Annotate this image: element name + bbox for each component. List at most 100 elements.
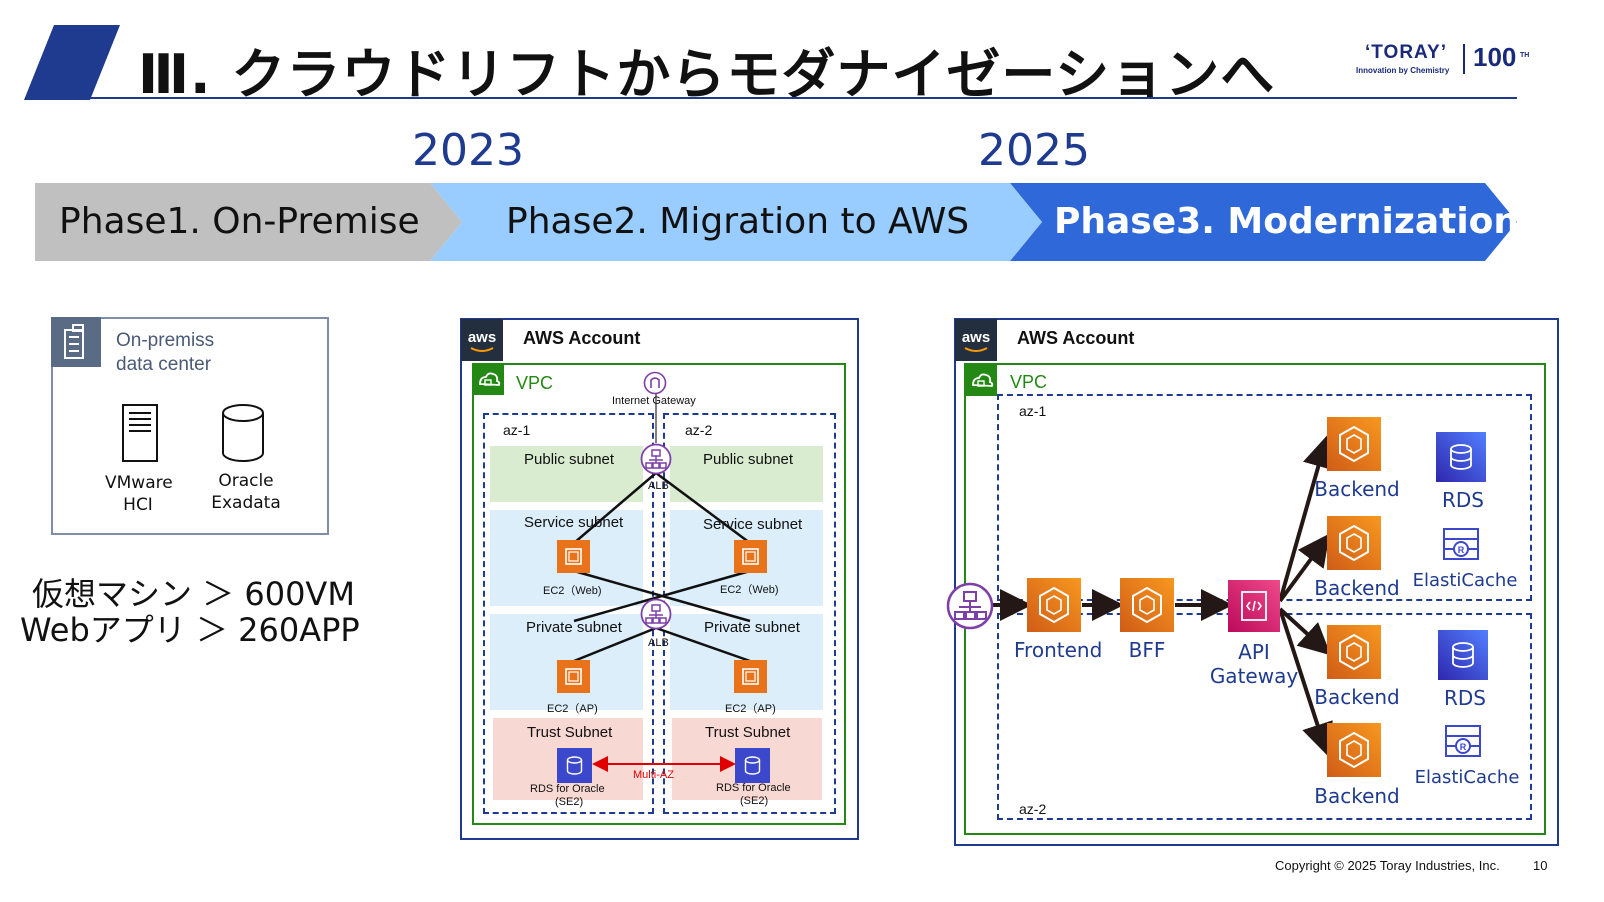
- rds-oracle-az2-icon: [735, 748, 770, 783]
- vm-count-stat: 仮想マシン ＞ 600VM: [32, 575, 355, 613]
- ec2-web-az2-icon: [734, 540, 767, 573]
- bff-label: BFF: [1128, 638, 1166, 662]
- alb-to-ec2web-az2-line: [655, 471, 751, 545]
- backend-1-label: Backend: [1314, 477, 1400, 501]
- phase3-aws-account-box: [954, 318, 1559, 846]
- api-gateway-icon: [1228, 580, 1280, 632]
- az1-private-subnet-label: Private subnet: [526, 619, 622, 636]
- toray-tagline: Innovation by Chemistry: [1356, 66, 1450, 75]
- backend-2-label: Backend: [1314, 576, 1400, 600]
- oracle-label-line2: Exadata: [211, 493, 281, 513]
- ec2-ap-az1-icon: [557, 660, 590, 693]
- az1-public-subnet-label: Public subnet: [524, 451, 615, 468]
- frontend-label: Frontend: [1014, 638, 1103, 662]
- elasticache-az1-icon: R: [1443, 528, 1479, 560]
- elasticache-az2-icon: R: [1445, 725, 1481, 757]
- vpc-icon: [472, 363, 504, 395]
- phase3-alb-icon: [946, 582, 994, 630]
- elasticache-az2-label: ElastiCache: [1414, 767, 1520, 788]
- az2-public-subnet: [670, 446, 823, 502]
- bff-ecs-icon: [1120, 578, 1174, 632]
- ec2-web-az1-label: EC2（Web): [543, 585, 602, 597]
- database-icon: [222, 404, 264, 462]
- phase2-vpc-label: VPC: [516, 373, 554, 393]
- phase2-az2-label: az-2: [685, 422, 713, 438]
- az2-private-subnet-label: Private subnet: [704, 619, 800, 636]
- ec2-ap-az2-icon: [734, 660, 767, 693]
- backend-3-ecs-icon: [1327, 625, 1381, 679]
- year-2025: 2025: [978, 125, 1090, 176]
- phase2-vpc-box: [472, 363, 846, 825]
- rds-az1-icon: [1436, 432, 1486, 482]
- year-2023: 2023: [412, 125, 524, 176]
- copyright-text: Copyright © 2025 Toray Industries, Inc.: [1275, 858, 1500, 873]
- rds-oracle-az1-label-line1: RDS for Oracle: [530, 783, 605, 795]
- alb-to-ec2web-az1-line: [573, 472, 657, 544]
- rds-oracle-az1-label-line2: (SE2): [555, 796, 584, 808]
- aws-logo-text: aws: [962, 329, 990, 346]
- server-icon: [122, 404, 158, 462]
- anniversary-suffix: TH: [1520, 52, 1530, 59]
- phase3-label: Phase3. Modernization: [1054, 201, 1520, 242]
- phase2-aws-account-box: [460, 318, 859, 840]
- internet-gateway-label: Internet Gateway: [612, 395, 696, 407]
- webapp-count-stat: Webアプリ ＞ 260APP: [20, 611, 360, 649]
- alb2-to-ec2ap-az2-line: [655, 626, 751, 663]
- building-icon: [51, 317, 101, 367]
- vmware-label-line1: VMware: [105, 473, 173, 493]
- page-title: Ⅲ. クラウドリフトからモダナイゼーションへ: [138, 43, 1276, 106]
- toray-logo: ‘TORAY’: [1365, 42, 1447, 63]
- rds-oracle-az2-label-line1: RDS for Oracle: [716, 782, 791, 794]
- backend-2-ecs-icon: [1327, 516, 1381, 570]
- api-to-backend4-arrow: [1278, 608, 1333, 756]
- alb-internal-icon: [640, 598, 672, 630]
- aws-logo-text: aws: [468, 329, 496, 346]
- title-accent-shape: [24, 25, 120, 100]
- phase2-label: Phase2. Migration to AWS: [506, 201, 970, 242]
- api-to-backend2-arrow: [1278, 533, 1330, 603]
- backend-4-ecs-icon: [1327, 723, 1381, 777]
- elasticache-az1-label: ElastiCache: [1412, 570, 1518, 591]
- phase2-chevron: [430, 183, 1042, 261]
- rds-oracle-az1-icon: [557, 748, 592, 783]
- backend-3-label: Backend: [1314, 685, 1400, 709]
- az2-public-subnet-label: Public subnet: [703, 451, 794, 468]
- vmware-label-line2: HCI: [123, 495, 153, 515]
- az1-public-subnet: [490, 446, 643, 502]
- oracle-label-line1: Oracle: [218, 471, 274, 491]
- svg-text:R: R: [1460, 742, 1467, 752]
- az1-trust-subnet-label: Trust Subnet: [527, 724, 613, 741]
- phase1-chevron: [35, 183, 462, 261]
- az2-service-subnet-label: Service subnet: [703, 516, 803, 533]
- rds-az2-icon: [1438, 630, 1488, 680]
- az1-service-subnet-label: Service subnet: [524, 514, 624, 531]
- phase3-az1-label: az-1: [1019, 403, 1047, 419]
- svg-text:R: R: [1458, 545, 1465, 555]
- phase2-az1-label: az-1: [503, 422, 531, 438]
- vpc-icon: [965, 364, 997, 396]
- title-underline: [25, 97, 1517, 99]
- internet-gateway-icon: [643, 371, 667, 395]
- phase3-chevron: [1010, 183, 1517, 261]
- anniversary-logo: 100: [1473, 42, 1517, 72]
- backend-4-label: Backend: [1314, 784, 1400, 808]
- page-number: 10: [1533, 858, 1548, 873]
- logo-divider: [1463, 44, 1465, 74]
- frontend-ecs-icon: [1027, 578, 1081, 632]
- multi-az-label: Multi-AZ: [633, 769, 674, 781]
- phase1-label: Phase1. On-Premise: [59, 201, 420, 242]
- rds-az2-label: RDS: [1444, 686, 1486, 710]
- onprem-datacenter-box: [51, 317, 329, 535]
- phase3-connections: [988, 435, 1334, 756]
- onprem-title-line2: data center: [116, 354, 212, 375]
- rds-az1-label: RDS: [1442, 488, 1484, 512]
- aws-logo-icon: aws: [461, 319, 503, 361]
- alb-public-label: ALB: [648, 480, 669, 492]
- ec2-web-az1-icon: [557, 540, 590, 573]
- phase3-az2-label: az-2: [1019, 801, 1047, 817]
- ec2-web-az2-label: EC2（Web): [720, 584, 779, 596]
- alb-internal-label: ALB: [648, 637, 669, 649]
- api-to-backend3-arrow: [1278, 607, 1331, 656]
- backend-1-ecs-icon: [1327, 417, 1381, 471]
- alb2-to-ec2ap-az1-line: [573, 626, 657, 663]
